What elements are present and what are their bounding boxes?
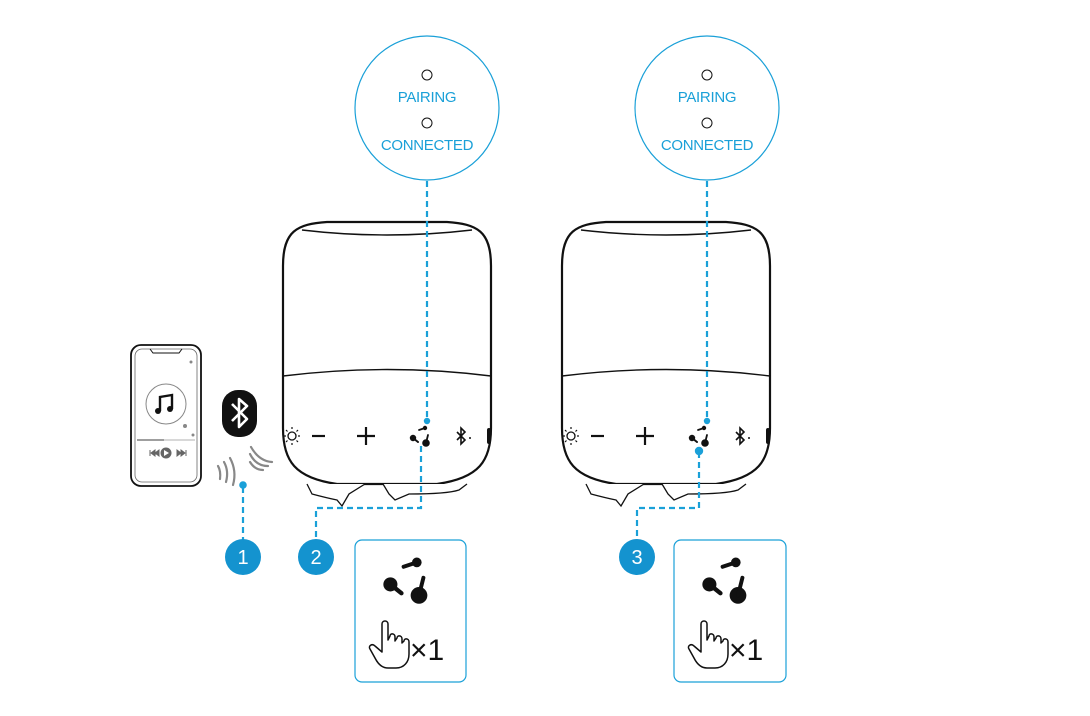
speaker-2 [560,220,772,508]
svg-text:1: 1 [237,547,248,569]
next-icon [176,449,187,457]
pairing-label: PAIRING [398,89,456,106]
step-3-badge: 3 [619,539,655,575]
press-count: ×1 [729,634,763,667]
play-icon [160,447,172,459]
bluetooth-icon [222,390,257,437]
signal-waves-icon [216,445,274,487]
press-count: ×1 [410,634,444,667]
led-indicator-1: PAIRING CONNECTED [354,35,500,181]
smartphone [130,344,202,487]
instruction-box-2: ×1 [673,539,787,683]
led-indicator-2: PAIRING CONNECTED [634,35,780,181]
step-1-badge: 1 [225,539,261,575]
leader-lines [241,181,709,540]
connected-label: CONNECTED [381,137,474,154]
instruction-box-1: ×1 [354,539,467,683]
pairing-label: PAIRING [678,89,736,106]
step-2-badge: 2 [298,539,334,575]
previous-icon [149,449,160,457]
connected-label: CONNECTED [661,137,754,154]
music-note-icon [155,393,174,414]
svg-text:3: 3 [631,547,642,569]
svg-text:2: 2 [310,547,321,569]
speaker-1 [281,220,493,508]
